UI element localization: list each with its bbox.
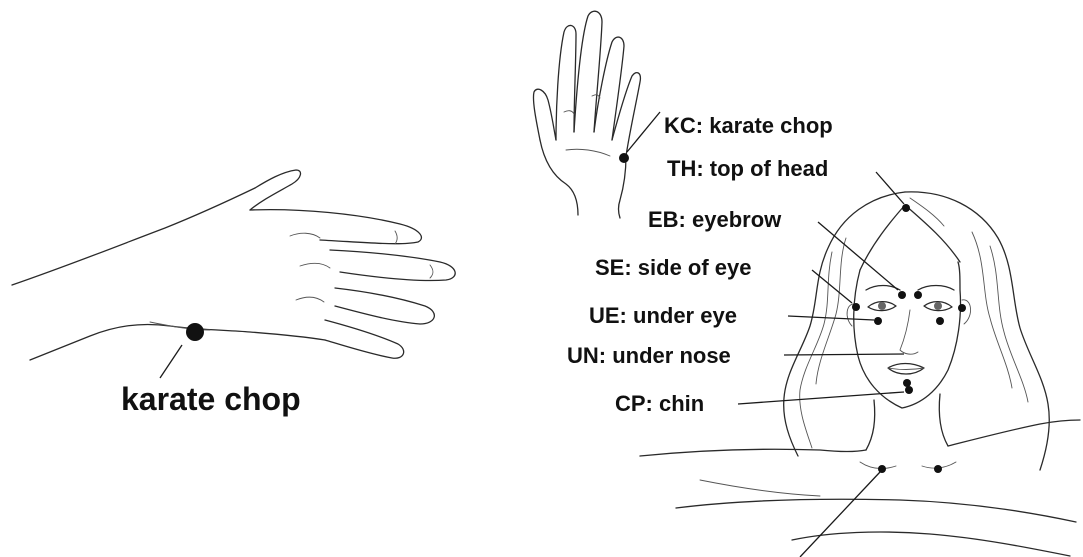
label-th: TH: top of head [667, 158, 828, 180]
label-se: SE: side of eye [595, 257, 752, 279]
label-ue: UE: under eye [589, 305, 737, 327]
label-eb: EB: eyebrow [648, 209, 781, 231]
raised-hand-drawing [533, 11, 660, 218]
label-cp: CP: chin [615, 393, 704, 415]
label-kc: KC: karate chop [664, 115, 833, 137]
karate-chop-label: karate chop [121, 383, 301, 415]
left-hand-drawing [12, 170, 455, 378]
label-un: UN: under nose [567, 345, 731, 367]
